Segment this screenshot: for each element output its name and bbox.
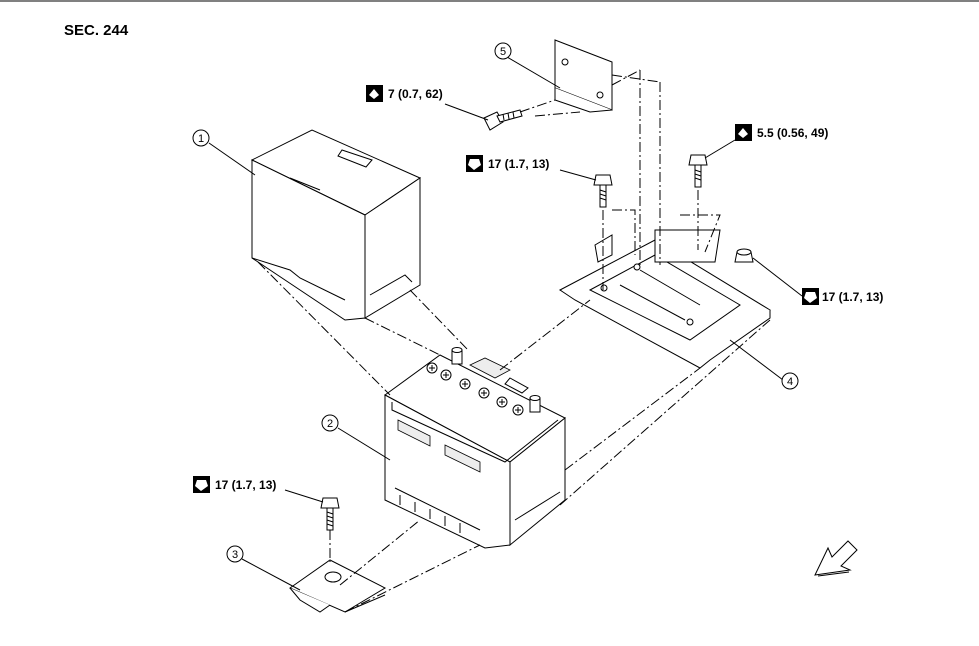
svg-text:17 (1.7, 13): 17 (1.7, 13) (215, 478, 276, 492)
callout-5: 5 (494, 42, 512, 60)
callout-4: 4 (781, 372, 799, 390)
torque-nut-icon (193, 476, 210, 493)
callout-3: 3 (226, 545, 244, 563)
svg-text:3: 3 (232, 549, 238, 561)
clamp-bolt (320, 497, 340, 531)
torque-label-tray-bolt-right: 5.5 (0.56, 49) (704, 124, 828, 159)
tray-nut (734, 248, 754, 263)
battery (384, 347, 566, 549)
bracket (554, 39, 613, 113)
torque-label-bracket-bolt: 7 (0.7, 62) (366, 85, 489, 121)
callout-1: 1 (192, 129, 210, 147)
front-arrow-icon (814, 540, 858, 577)
torque-nut-icon (466, 155, 483, 172)
section-title: SEC. 244 (64, 22, 129, 39)
torque-nut-icon (802, 288, 819, 305)
svg-text:5.5 (0.56, 49): 5.5 (0.56, 49) (757, 126, 828, 140)
battery-cover (250, 129, 422, 321)
assembly-lines (257, 69, 771, 613)
torque-bolt-icon (366, 85, 383, 102)
svg-text:7 (0.7, 62): 7 (0.7, 62) (388, 87, 443, 101)
callout-2: 2 (321, 414, 339, 432)
torque-bolt-icon (735, 124, 752, 141)
tray-bolt-right (688, 154, 708, 188)
callout-leaders (208, 56, 784, 591)
svg-text:17 (1.7, 13): 17 (1.7, 13) (488, 157, 549, 171)
torque-label-tray-nut: 17 (1.7, 13) (752, 257, 883, 305)
svg-text:1: 1 (198, 133, 204, 145)
battery-clamp (288, 559, 387, 613)
svg-text:4: 4 (787, 376, 793, 388)
torque-label-clamp-bolt: 17 (1.7, 13) (193, 476, 324, 503)
svg-text:17 (1.7, 13): 17 (1.7, 13) (822, 290, 883, 304)
svg-text:5: 5 (500, 46, 506, 58)
torque-label-tray-bolt-left: 17 (1.7, 13) (466, 155, 597, 181)
tray-bolt-left (593, 174, 613, 208)
bracket-bolt (483, 109, 523, 131)
battery-tray (558, 229, 771, 369)
svg-text:2: 2 (327, 418, 333, 430)
